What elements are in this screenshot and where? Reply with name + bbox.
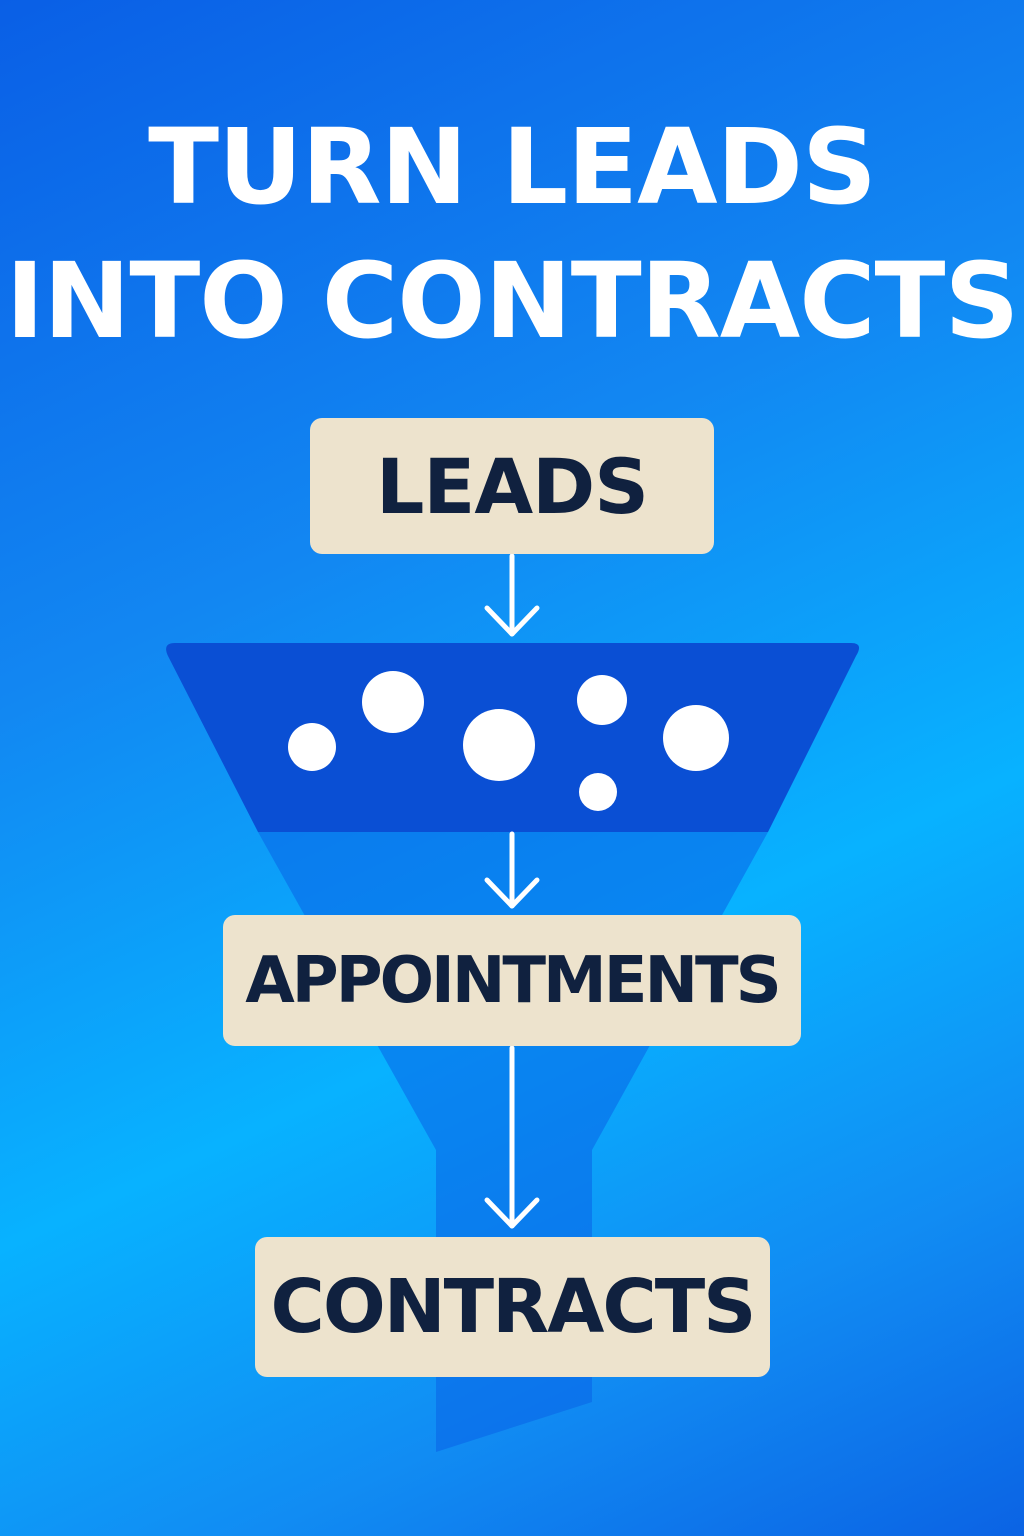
lead-dot bbox=[663, 705, 729, 771]
arrow-funnel-to-appointments bbox=[484, 831, 540, 909]
stage-contracts-box: CONTRACTS bbox=[255, 1237, 770, 1377]
headline-line-1: TURN LEADS bbox=[148, 106, 877, 228]
arrow-appointments-to-contracts bbox=[484, 1045, 540, 1229]
stage-appointments-label: APPOINTMENTS bbox=[245, 943, 781, 1018]
lead-dot bbox=[463, 709, 535, 781]
lead-dot bbox=[288, 723, 336, 771]
headline-line-2: INTO CONTRACTS bbox=[5, 240, 1020, 362]
lead-dots bbox=[288, 671, 729, 811]
stage-appointments-box: APPOINTMENTS bbox=[223, 915, 801, 1046]
lead-dot bbox=[577, 675, 627, 725]
lead-dot bbox=[579, 773, 617, 811]
stage-leads-label: LEADS bbox=[376, 441, 649, 531]
arrow-leads-to-funnel bbox=[484, 553, 540, 637]
stage-leads-box: LEADS bbox=[310, 418, 714, 554]
lead-dot bbox=[362, 671, 424, 733]
stage-contracts-label: CONTRACTS bbox=[270, 1264, 757, 1350]
